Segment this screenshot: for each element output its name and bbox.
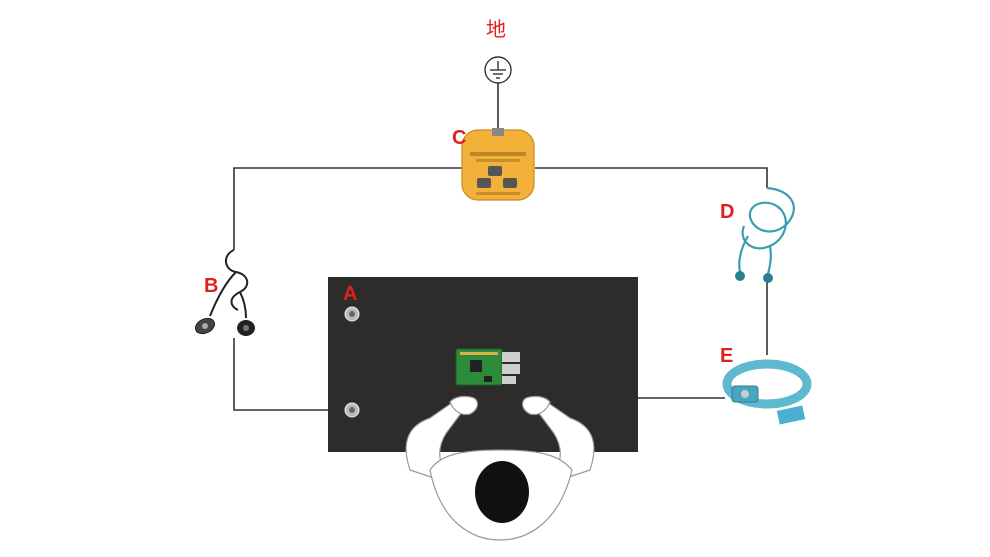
label-e: E	[720, 345, 733, 367]
circuit-board-icon	[455, 348, 520, 386]
label-c: C	[452, 127, 466, 149]
wrist-strap-icon	[722, 359, 812, 425]
label-d: D	[720, 201, 734, 223]
ground-symbol-icon	[484, 56, 512, 130]
mat-snap-bottom	[344, 402, 360, 418]
person-icon	[405, 395, 595, 541]
mat-snap-top	[344, 306, 360, 322]
label-a: A	[343, 283, 357, 305]
grounding-cord-icon	[194, 249, 255, 345]
ground-label: 地	[486, 17, 506, 41]
ground-plug-icon	[461, 128, 535, 201]
coil-cord-icon	[735, 186, 795, 283]
label-b: B	[204, 275, 218, 297]
